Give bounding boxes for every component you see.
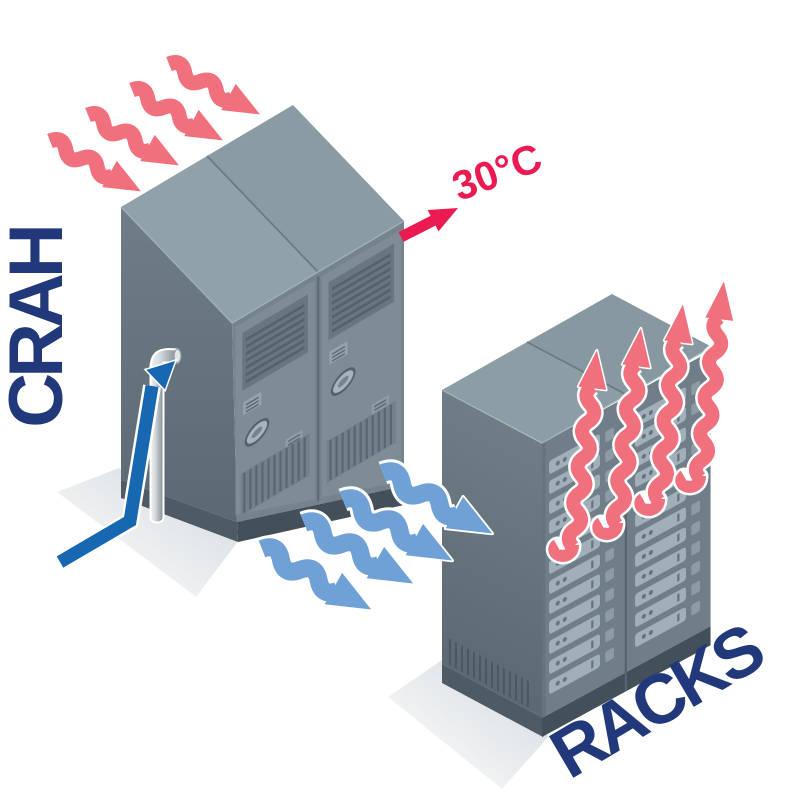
rack-side-base (442, 664, 544, 738)
floor-shadow-crah (57, 468, 239, 597)
crah-bottom-vent-icon (329, 403, 394, 481)
crah-top-face-right (207, 105, 404, 272)
rack-side-panel (442, 390, 544, 738)
temperature-arrow (398, 207, 459, 242)
rack-side-vent-icon (449, 638, 531, 709)
chilled-water-arrow (55, 358, 178, 570)
temperature-label: 30°C (446, 134, 548, 210)
crah-top-face-left (121, 156, 318, 323)
crah-bottom-vent-icon (243, 435, 307, 514)
crah-door-handle-icon (244, 418, 270, 447)
crah-label: CRAH (0, 228, 79, 428)
floor-shadow-racks (388, 658, 549, 789)
crah-doors (235, 229, 401, 516)
crah-unit (120, 105, 405, 542)
rack-top-face-right (527, 294, 712, 395)
crah-door-handle-icon (330, 367, 356, 396)
